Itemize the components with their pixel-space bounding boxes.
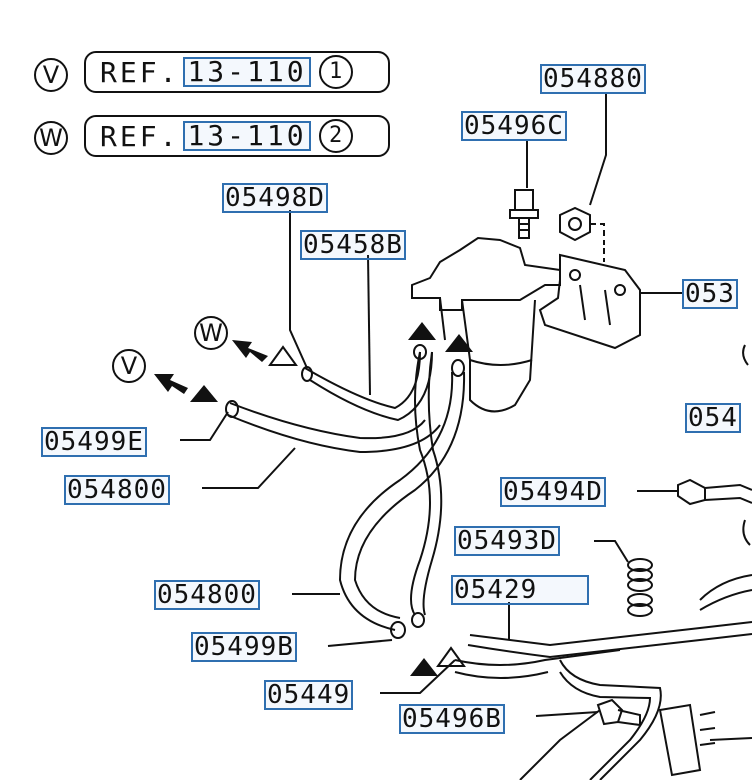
reference-box-v: REF. 13-110 1 <box>84 51 390 93</box>
callout-05429[interactable]: 05429 <box>451 575 589 605</box>
callout-05499e[interactable]: 05499E <box>41 427 147 457</box>
hollow-triangle-icon <box>436 646 466 667</box>
clip-05494d <box>677 478 752 506</box>
callout-05493d[interactable]: 05493D <box>454 526 560 556</box>
hose-054800-lower <box>338 371 454 631</box>
callout-05494d[interactable]: 05494D <box>500 477 606 507</box>
callout-05499b[interactable]: 05499B <box>191 632 297 662</box>
bolt-05496c <box>509 189 539 239</box>
filled-triangle-icon <box>408 322 436 340</box>
callout-054880[interactable]: 054880 <box>540 64 646 94</box>
pipe-05429 <box>469 621 752 647</box>
arrow-icon <box>232 340 268 362</box>
callout-05449[interactable]: 05449 <box>264 680 354 710</box>
ref-prefix: REF. <box>100 119 180 153</box>
ref-index: 2 <box>318 119 353 153</box>
callout-054800-upper[interactable]: 054800 <box>64 475 170 505</box>
reservoir-tank <box>411 236 561 311</box>
callout-05496c[interactable]: 05496C <box>461 111 567 141</box>
marker-w-ref: W <box>34 121 68 155</box>
ref-number-link[interactable]: 13-110 <box>183 57 311 87</box>
nut-054880 <box>559 206 591 242</box>
callout-054[interactable]: 054 <box>685 403 741 433</box>
bolt-05496b <box>596 698 641 727</box>
filled-triangle-icon <box>410 658 438 676</box>
hose-05458b <box>304 351 421 410</box>
callout-053[interactable]: 053 <box>682 279 738 309</box>
callout-05458b[interactable]: 05458B <box>300 230 406 260</box>
callout-05498d[interactable]: 05498D <box>222 183 328 213</box>
marker-v-arrow: V <box>112 349 146 383</box>
hollow-triangle-icon <box>268 345 298 366</box>
marker-v-ref: V <box>34 58 68 92</box>
callout-05496b[interactable]: 05496B <box>399 704 505 734</box>
hose-054800-upper <box>229 402 426 440</box>
callout-054800-lower[interactable]: 054800 <box>154 580 260 610</box>
mounting-bracket <box>538 253 641 350</box>
ref-prefix: REF. <box>100 55 180 89</box>
ref-index: 1 <box>318 55 353 89</box>
marker-w-arrow: W <box>194 316 228 350</box>
reference-box-w: REF. 13-110 2 <box>84 115 390 157</box>
clamp-05493d <box>627 558 653 617</box>
ref-number-link[interactable]: 13-110 <box>183 121 311 151</box>
filled-triangle-icon <box>445 334 473 352</box>
filled-triangle-icon <box>190 385 218 402</box>
arrow-icon <box>154 374 188 394</box>
